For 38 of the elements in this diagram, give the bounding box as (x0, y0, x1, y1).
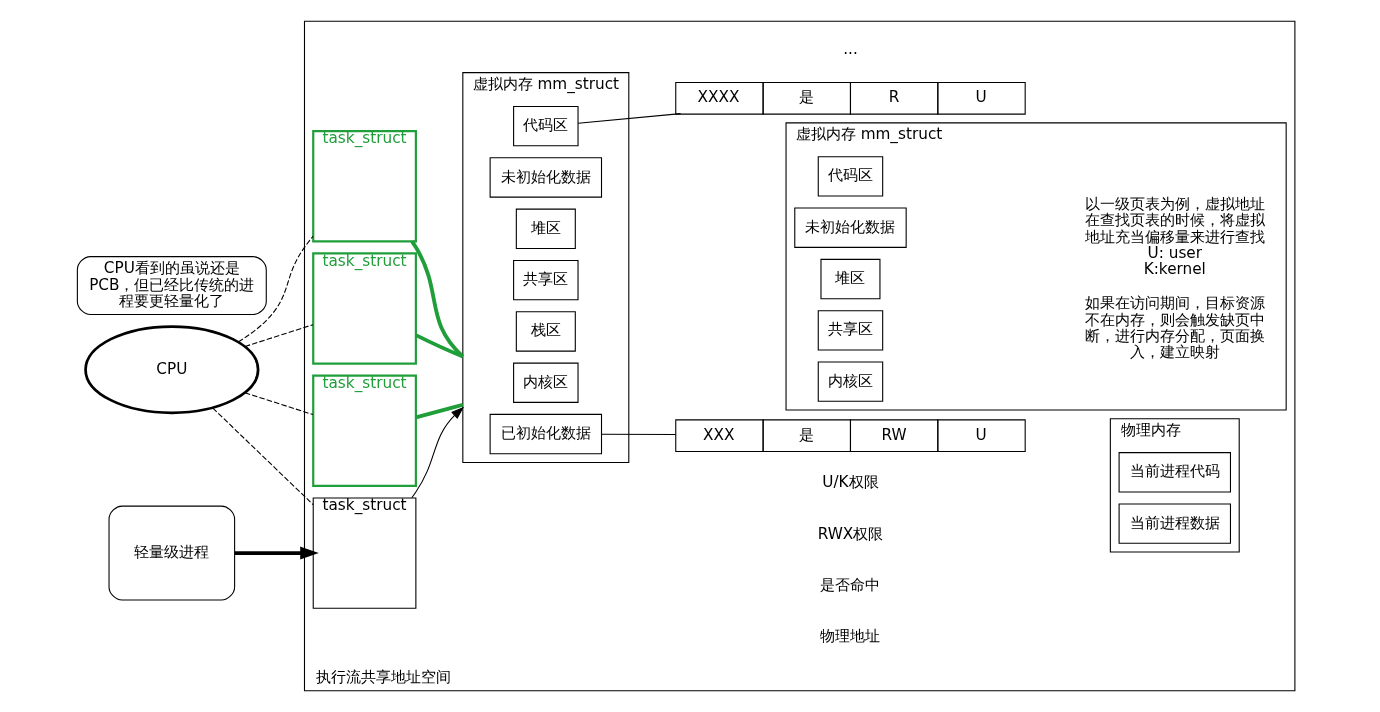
label: 是否命中 (819, 575, 880, 594)
node-box: 堆区 (515, 208, 576, 249)
connector (243, 392, 313, 416)
connector (409, 240, 464, 358)
connector (577, 113, 681, 124)
connector (237, 235, 314, 343)
node-ellipse: CPU (83, 325, 259, 415)
connector (211, 407, 314, 506)
node-box: 已初始化数据 (489, 413, 602, 455)
arrow (234, 546, 319, 560)
node-box: 共享区 (512, 259, 579, 301)
label: ... (842, 39, 858, 58)
node-box: task_struct (311, 129, 417, 243)
node-box: 未初始化数据 (793, 207, 907, 248)
node-text: 以一级页表为例，虚拟地址在查找页表的时候，将虚拟地址充当偏移量来进行查找U: user K:kernel 如果在访问期间，目标资源不在内存，则会触发缺页中断，进行内存分配，页面换入，建立映射 (1084, 194, 1265, 362)
node-box: 当前进程代码 (1118, 452, 1231, 493)
arrow (410, 406, 464, 499)
label: U/K权限 (821, 473, 879, 492)
label: RWX权限 (817, 524, 883, 543)
node-box: 堆区 (819, 258, 880, 300)
node-box: 内核区 (512, 362, 579, 403)
connector (243, 324, 313, 348)
node-box: CPU看到的虽说还是PCB，但已经比传统的进程要更轻量化了 (76, 256, 267, 316)
node-box: 代码区 (817, 156, 883, 197)
node-box: task_struct (311, 374, 417, 488)
node-box: task_struct (312, 497, 416, 609)
connector (414, 333, 464, 359)
node-box: 共享区 (817, 310, 883, 351)
node-box: 轻量级进程 (108, 505, 235, 601)
connector (415, 402, 463, 420)
node-box: 栈区 (515, 311, 576, 352)
node-box: 当前进程数据 (1118, 503, 1231, 544)
connector (600, 433, 676, 436)
node-box: 代码区 (512, 105, 579, 147)
label: 物理地址 (819, 627, 880, 646)
node-box: task_struct (311, 252, 417, 365)
node-box: 未初始化数据 (489, 157, 602, 198)
node-box: 内核区 (817, 361, 883, 402)
